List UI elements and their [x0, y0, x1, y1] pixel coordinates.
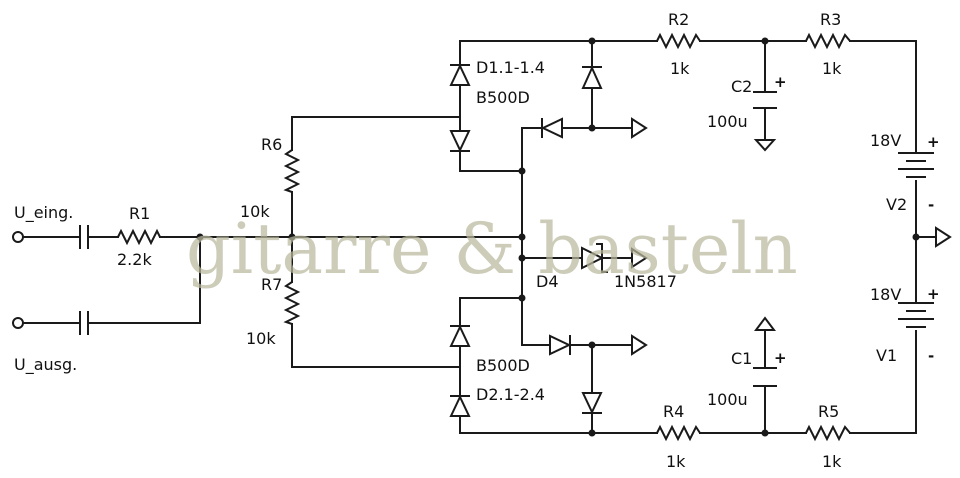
- resistor-r5-value: 1k: [822, 452, 842, 471]
- input-coupling-capacitor: [79, 225, 89, 249]
- resistor-r3-name: R3: [820, 10, 841, 29]
- bridge-d2-part: B500D: [476, 356, 530, 375]
- junction-dot: [588, 341, 596, 349]
- resistor-r4-name: R4: [663, 402, 684, 421]
- resistor-r3: R3 1k: [805, 10, 851, 78]
- ground-symbol: [753, 139, 777, 152]
- resistor-r2-value: 1k: [670, 59, 690, 78]
- capacitor-c2-name: C2: [731, 77, 752, 96]
- junction-dot: [912, 233, 920, 241]
- supply-v1-minus: -: [928, 347, 934, 365]
- supply-v1: 18V + V1 -: [870, 285, 940, 365]
- capacitor-c1-name: C1: [731, 349, 752, 368]
- resistor-r4: R4 1k: [656, 402, 701, 471]
- junction-dot: [288, 233, 296, 241]
- resistor-r7: R7 10k: [246, 275, 301, 348]
- junction-dots: [196, 37, 920, 437]
- capacitor-c2: + C2 100u: [707, 73, 787, 131]
- supply-v1-plus: +: [927, 285, 940, 303]
- output-terminal-label: U_ausg.: [14, 355, 77, 375]
- watermark: gitarre & basteln: [186, 208, 798, 290]
- supply-v2-plus: +: [927, 133, 940, 151]
- junction-dot: [518, 233, 526, 241]
- diode-symbol: [449, 394, 471, 417]
- junction-dot: [588, 37, 596, 45]
- resistor-r1-value: 2.2k: [117, 250, 152, 269]
- diode-symbol: [540, 117, 563, 139]
- ground-symbols: [631, 117, 952, 356]
- junction-dot: [196, 233, 204, 241]
- resistor-r6-value: 10k: [240, 202, 270, 221]
- resistor-r4-value: 1k: [666, 452, 686, 471]
- diode-symbol: [581, 392, 603, 415]
- schottky-d4-name: D4: [536, 272, 559, 291]
- supply-v1-voltage: 18V: [870, 285, 901, 304]
- capacitor-c1-plus: +: [774, 349, 787, 367]
- ground-symbol: [754, 316, 776, 331]
- output-terminal: U_ausg.: [12, 317, 77, 375]
- resistor-r2-name: R2: [668, 10, 689, 29]
- resistor-r7-name: R7: [261, 275, 282, 294]
- resistor-r2: R2 1k: [656, 10, 701, 78]
- diode-symbol: [581, 246, 605, 270]
- ground-symbol: [631, 247, 648, 269]
- bridge-rectifier-d1: D1.1-1.4 B500D: [449, 58, 603, 153]
- bridge-d1-part: B500D: [476, 88, 530, 107]
- junction-dot: [761, 429, 769, 437]
- wires: [23, 40, 937, 434]
- bridge-d2-name: D2.1-2.4: [476, 385, 545, 404]
- junction-dot: [761, 37, 769, 45]
- resistor-r6-name: R6: [261, 135, 282, 154]
- capacitor-c1: + C1 100u: [707, 349, 787, 409]
- diode-symbol: [581, 65, 603, 89]
- diode-symbol: [449, 130, 471, 153]
- ground-symbol: [935, 226, 952, 248]
- capacitor-c2-plus: +: [774, 73, 787, 91]
- resistor-r7-value: 10k: [246, 329, 276, 348]
- schottky-diode-d4: D4 1N5817: [536, 243, 677, 291]
- supply-v2-minus: -: [928, 196, 934, 214]
- junction-dot: [518, 294, 526, 302]
- supply-v2-name: V2: [886, 195, 907, 214]
- junction-dot: [588, 429, 596, 437]
- junction-dot: [588, 124, 596, 132]
- schottky-d4-part: 1N5817: [614, 272, 677, 291]
- resistor-r3-value: 1k: [822, 59, 842, 78]
- diode-symbol: [549, 334, 572, 356]
- diode-symbol: [449, 324, 471, 347]
- junction-dot: [518, 167, 526, 175]
- supply-v2-voltage: 18V: [870, 131, 901, 150]
- junction-dot: [518, 254, 526, 262]
- bridge-d1-name: D1.1-1.4: [476, 58, 545, 77]
- supply-v1-name: V1: [876, 346, 897, 365]
- ground-symbol: [631, 117, 648, 139]
- ground-symbol: [631, 334, 648, 356]
- capacitor-c1-value: 100u: [707, 390, 748, 409]
- output-coupling-capacitor: [79, 311, 89, 335]
- input-terminal: U_eing.: [12, 203, 73, 243]
- resistor-r6: R6 10k: [240, 135, 301, 221]
- resistor-r1: R1 2.2k: [117, 204, 161, 269]
- resistor-r1-name: R1: [129, 204, 150, 223]
- supply-v2: 18V + V2 -: [870, 131, 940, 214]
- input-terminal-label: U_eing.: [14, 203, 73, 223]
- resistor-r5-name: R5: [818, 402, 839, 421]
- bridge-rectifier-d2: B500D D2.1-2.4: [449, 324, 603, 417]
- capacitor-c2-value: 100u: [707, 112, 748, 131]
- diode-symbol: [449, 63, 471, 86]
- resistor-r5: R5 1k: [805, 402, 851, 471]
